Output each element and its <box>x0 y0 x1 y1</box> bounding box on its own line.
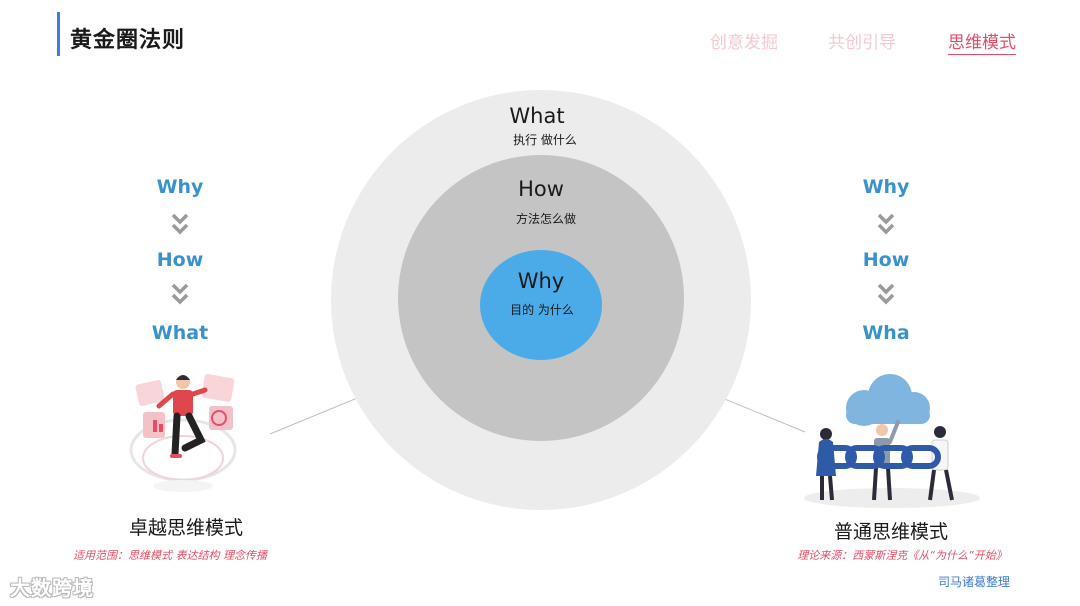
left-chevron-down-icon-1 <box>171 213 189 235</box>
right-mode-label: 普通思维模式 <box>833 521 948 543</box>
left-step-what: What <box>151 322 209 344</box>
right-step-why: Why <box>862 176 910 198</box>
circle-what-sub: 执行 做什么 <box>513 133 577 147</box>
left-mode-note: 适用范围：思维模式 表达结构 理念传播 <box>73 549 267 562</box>
right-step-what: Wha <box>862 322 910 344</box>
left-step-why: Why <box>156 176 204 198</box>
team-chain-cloud-illustration <box>804 374 980 508</box>
circle-why-word: Why <box>517 269 565 293</box>
credit-text: 司马诸葛整理 <box>938 575 1011 589</box>
right-step-how: How <box>862 249 910 271</box>
right-mode-note: 理论来源：西蒙斯涅克《从“为什么”开始》 <box>797 549 1007 562</box>
person-with-charts-illustration <box>129 374 237 492</box>
nav-tab-thinking[interactable]: 思维模式 <box>948 28 1016 55</box>
page-title: 黄金圈法则 <box>70 28 186 53</box>
nav-tab-cocreate[interactable]: 共创引导 <box>828 33 896 53</box>
circle-why-sub: 目的 为什么 <box>510 303 574 317</box>
circle-how-sub: 方法怎么做 <box>515 212 576 226</box>
right-chevron-down-icon-2 <box>877 283 895 305</box>
title-accent-bar <box>57 12 60 56</box>
left-chevron-down-icon-2 <box>171 283 189 305</box>
circle-why <box>480 250 602 360</box>
left-mode-label: 卓越思维模式 <box>128 517 243 539</box>
chain-link-icon <box>817 445 941 469</box>
watermark-logo: 大数跨境 <box>10 576 94 600</box>
circle-what-word: What <box>509 104 565 128</box>
right-chevron-down-icon-1 <box>877 213 895 235</box>
circle-how-word: How <box>518 177 564 201</box>
cloud-icon <box>846 374 930 426</box>
left-step-how: How <box>156 249 204 271</box>
nav-tab-creative[interactable]: 创意发掘 <box>710 33 778 53</box>
